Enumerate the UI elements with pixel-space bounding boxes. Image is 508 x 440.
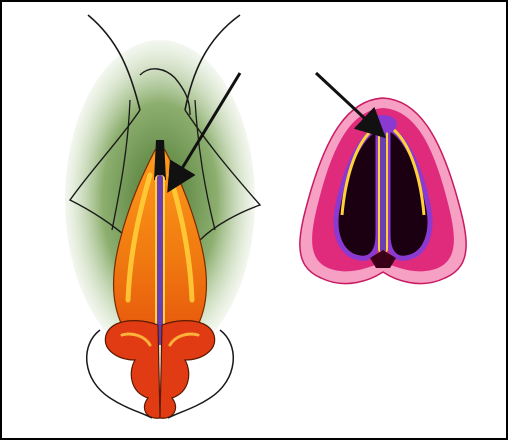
septal-cartilage	[157, 175, 163, 345]
basal-nose-view	[300, 73, 466, 284]
tip-dome	[369, 115, 397, 133]
frontal-nose-view	[65, 15, 260, 418]
dorsal-septum-dark	[154, 140, 166, 180]
columella	[380, 118, 386, 253]
